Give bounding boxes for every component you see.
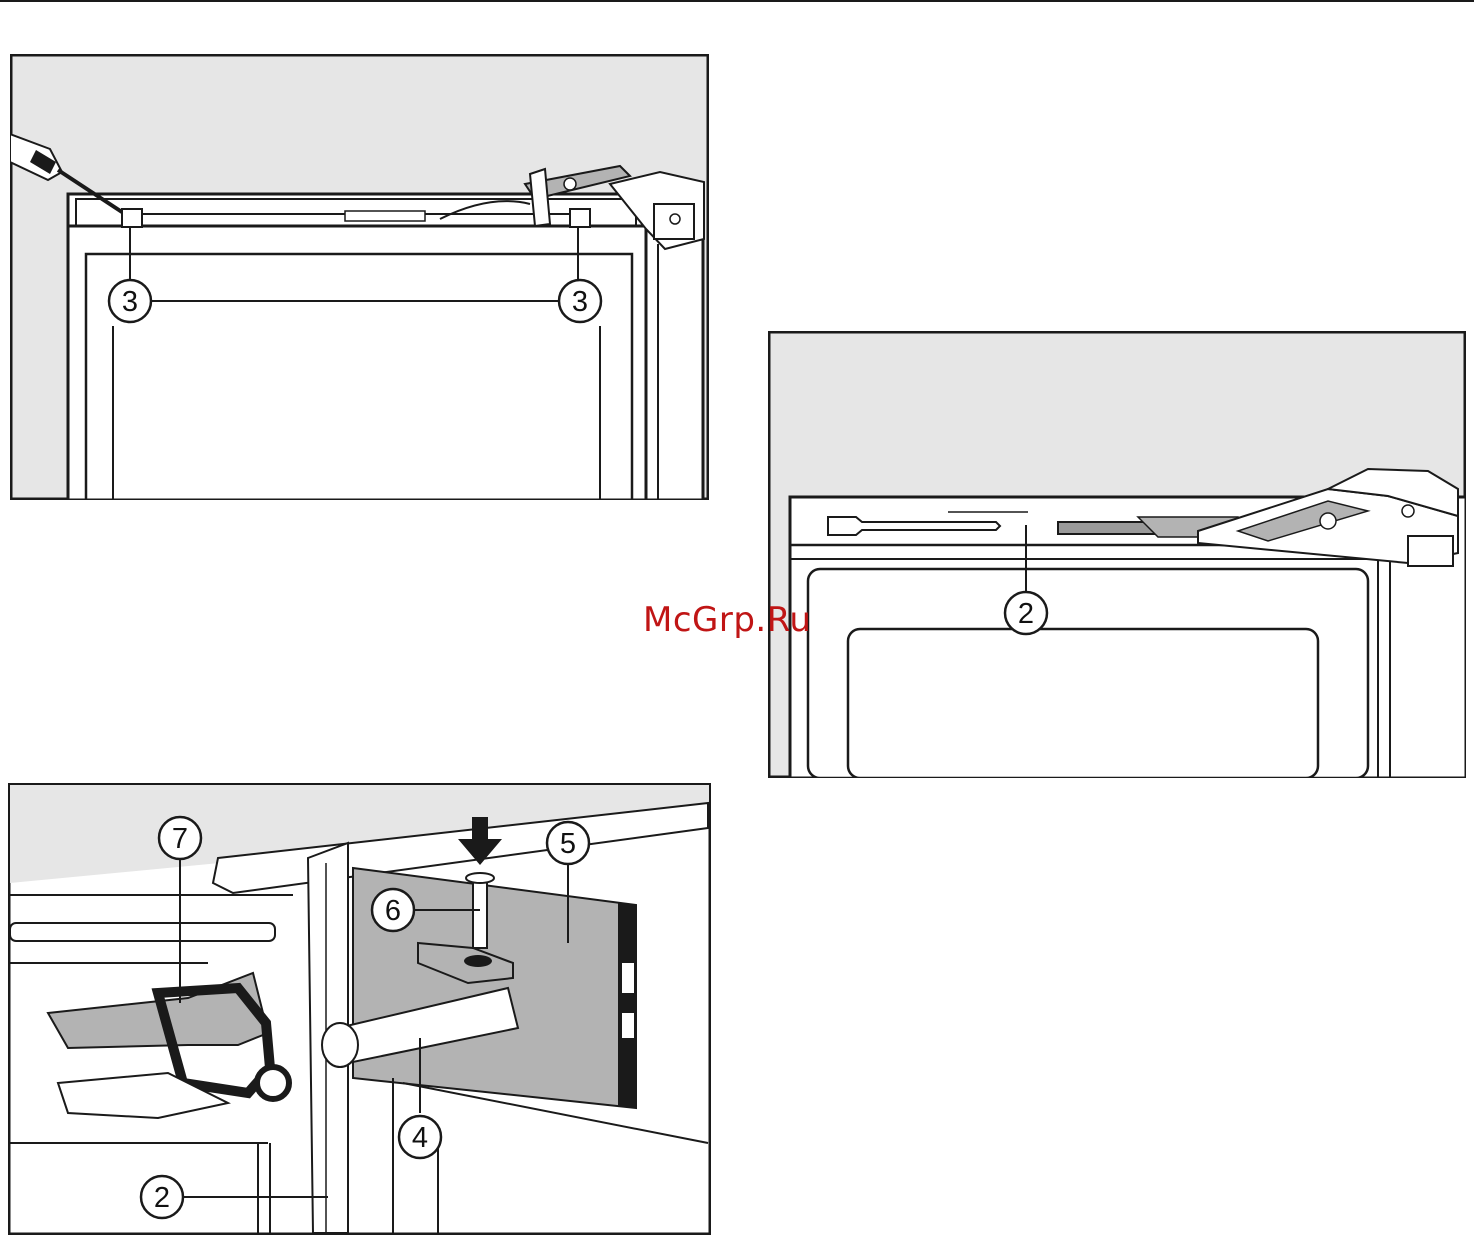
callout-3-left: 3 — [109, 280, 151, 322]
page-top-rule — [0, 0, 1474, 2]
svg-text:2: 2 — [154, 1182, 170, 1214]
figure-top-cover: 2 — [768, 331, 1466, 778]
watermark-text: McGrp.Ru — [643, 600, 811, 640]
callout-4: 4 — [399, 1116, 441, 1158]
svg-text:3: 3 — [122, 286, 138, 318]
callout-3-right: 3 — [559, 280, 601, 322]
svg-text:6: 6 — [385, 895, 401, 927]
figure-clip-release: 3 3 — [10, 54, 709, 500]
svg-text:3: 3 — [572, 286, 588, 318]
svg-text:5: 5 — [560, 828, 576, 860]
figure-hinge-fitting: 7 5 6 4 2 — [8, 783, 711, 1235]
callout-6: 6 — [372, 889, 414, 931]
svg-text:7: 7 — [172, 823, 188, 855]
svg-text:2: 2 — [1018, 598, 1034, 630]
callout-5: 5 — [547, 822, 589, 864]
callout-7: 7 — [159, 817, 201, 859]
svg-text:4: 4 — [412, 1122, 428, 1154]
callout-2: 2 — [1005, 592, 1047, 634]
callout-2: 2 — [141, 1176, 183, 1218]
